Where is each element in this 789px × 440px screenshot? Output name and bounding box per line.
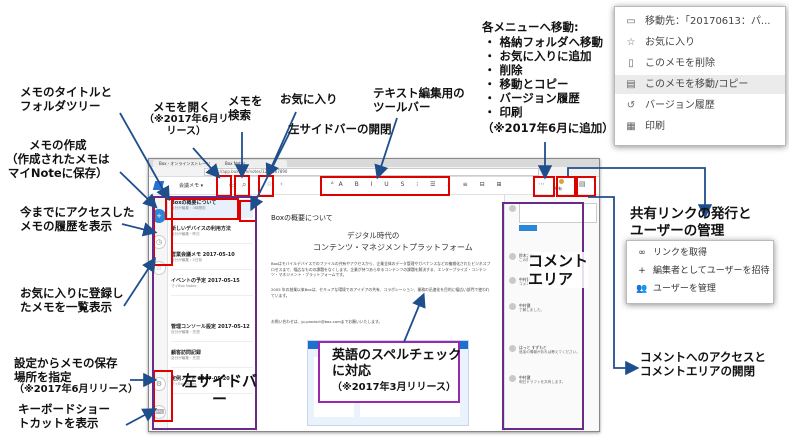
label-menu-nav-note: （※2017年6月に追加）: [482, 121, 614, 135]
share-dropdown: ∞リンクを取得 +編集者としてユーザーを招待 👥ユーザーを管理: [626, 240, 774, 304]
avatar: [559, 179, 564, 184]
label-spellcheck-note: （※2017年3月リリース）: [332, 382, 457, 393]
trash-icon: ▯: [628, 58, 634, 69]
label-history: 今までにアクセスした メモの履歴を表示: [20, 205, 135, 233]
link-icon: ∞: [638, 248, 646, 258]
highlight-toolbar: [320, 176, 450, 196]
body-paragraph-1: Boxはモバイルデバイスでのファイルの共有やアクセスから、企業全体のデータ管理や…: [271, 261, 491, 277]
list-item[interactable]: 顧客訪問記録自分が編集・先週: [171, 349, 253, 368]
label-comment-access: コメントへのアクセスと コメントエリアの開閉: [640, 350, 766, 378]
open-memo-icon[interactable]: ▭: [229, 181, 236, 189]
label-keyboard: キーボードショー トカットを表示: [18, 402, 110, 430]
folder-icon: ▭: [626, 16, 636, 27]
heading-line2: コンテンツ・マネジメントプラットフォーム: [313, 243, 473, 252]
menu-item-move-copy[interactable]: ▤このメモを移動/コピー: [615, 75, 785, 94]
menu-item-move-to-folder[interactable]: ▭移動先：「20170613：パ...: [615, 12, 785, 31]
box-notes-logo: [152, 181, 165, 190]
label-spellcheck: 英語のスペルチェック に対応: [332, 348, 462, 379]
label-sidebar-toggle: 左サイドバーの開閉: [288, 122, 392, 136]
body-paragraph-2: 2005 年の創業以来Boxは、セキュアな環境でのアイデアの共有、コラボレーショ…: [271, 287, 490, 298]
browser-tab-box[interactable]: Box - オンラインストレージ: [153, 160, 221, 167]
more-menu-dropdown: ▭移動先：「20170613：パ... ☆お気に入り ▯このメモを削除 ▤このメ…: [614, 6, 786, 146]
menu-item-manage-users[interactable]: 👥ユーザーを管理: [627, 281, 773, 298]
browser-tab-bar: Box - オンラインストレージ Box Notes: [149, 159, 599, 167]
label-text-toolbar: テキスト編集用の ツールバー: [373, 86, 465, 114]
spellcheck-callout-box: [318, 341, 460, 403]
label-menu-nav-title: 各メニューへ移動:: [482, 20, 579, 34]
menu-item-invite-editor[interactable]: +編集者としてユーザーを招待: [627, 263, 773, 280]
label-open-memo-note: （※2017年6月リ リース）: [144, 114, 229, 137]
print-icon: ▦: [626, 121, 636, 132]
folder-dropdown[interactable]: 会議メモ ▾: [179, 183, 204, 189]
notes-list: Boxの概要について自分が編集・3時間前 新しいデバイスの利用方法自分が編集・昨…: [168, 195, 257, 431]
comment-item: はっと すずもと追加の情報があれば教えてください。: [509, 345, 595, 361]
left-sidebar-frame: [152, 196, 257, 430]
menu-item-favorite[interactable]: ☆お気に入り: [615, 33, 785, 52]
list-item[interactable]: Boxの概要について自分が編集・3時間前: [171, 199, 253, 218]
highlight-title-tree: [165, 198, 239, 220]
label-favorite: お気に入り: [280, 92, 338, 106]
highlight-share: [556, 176, 576, 197]
body-paragraph-3: お問い合わせは、jp-product@box.comまでお願いいたします。: [271, 319, 383, 324]
post-comment-button[interactable]: [519, 225, 537, 231]
label-open-memo: メモを開く: [153, 100, 211, 114]
menu-item-get-link[interactable]: ∞リンクを取得: [627, 245, 773, 262]
label-settings-note: （※2017年6月リリース）: [14, 384, 139, 395]
menu-item-print[interactable]: ▦印刷: [615, 117, 785, 136]
heading-line1: デジタル時代の: [347, 231, 400, 240]
menu-item-delete[interactable]: ▯このメモを削除: [615, 54, 785, 73]
star-icon: ☆: [626, 37, 636, 48]
history-icon[interactable]: ◷: [152, 235, 166, 249]
search-icon[interactable]: ⌕: [242, 180, 247, 189]
highlight-favorite: [258, 175, 274, 197]
note-title[interactable]: Boxの概要について: [271, 214, 333, 222]
browser-tab-notes[interactable]: Box Notes: [219, 160, 287, 167]
highlight-comment-toggle: [576, 176, 596, 197]
highlight-more-menu: [533, 176, 555, 197]
highlight-search: [234, 175, 250, 197]
highlight-open-memo: [216, 175, 232, 197]
label-share-manage: 共有リンクの発行と ユーザーの管理: [630, 206, 752, 239]
avatar: [509, 205, 516, 212]
label-favorites-list: お気に入りに登録し たメモを一覧表示: [20, 286, 124, 314]
label-search-memo: メモを 検索: [228, 94, 263, 122]
more-menu-icon[interactable]: ⋯: [538, 180, 545, 188]
list-item[interactable]: 新しいデバイスの利用方法自分が編集・昨日: [171, 225, 253, 244]
label-memo-create: メモの作成 （作成されたメモは マイNoteに保存）: [6, 138, 110, 180]
comment-item: 中村健了解しました。: [509, 303, 595, 319]
url-field[interactable]: https://app.box.com/notes/1234567890: [204, 168, 539, 176]
menu-item-version-history[interactable]: ↺バージョン履歴: [615, 96, 785, 115]
users-icon: 👥: [636, 284, 648, 294]
label-left-sidebar: 左サイドバ ー: [182, 372, 258, 408]
comment-area-frame: [502, 202, 584, 430]
comment-item: 中村健明日ドラフトを共有します。: [509, 375, 595, 391]
sidebar-toggle-icon[interactable]: ‹: [280, 180, 283, 188]
share-button[interactable]: 共有: [554, 186, 562, 191]
history-icon: ↺: [626, 100, 636, 111]
label-menu-nav-items: ・ 格納フォルダへ移動 ・ お気に入りに追加 ・ 削除 ・ 移動とコピー ・ バ…: [484, 35, 604, 119]
label-settings: 設定からメモの保存 場所を指定: [14, 356, 118, 384]
label-memo-title-tree: メモのタイトルと フォルダツリー: [20, 85, 112, 113]
toolbar-icons[interactable]: ᴬA B I U S ⁝ ☰ ⌕ ≡ ⊟ ⊞: [331, 181, 507, 188]
move-copy-icon: ▤: [626, 79, 636, 90]
add-editor-icon: +: [638, 266, 646, 276]
label-comment-area: コメント エリア: [528, 252, 589, 288]
highlight-settings-keyboard: [153, 370, 173, 422]
